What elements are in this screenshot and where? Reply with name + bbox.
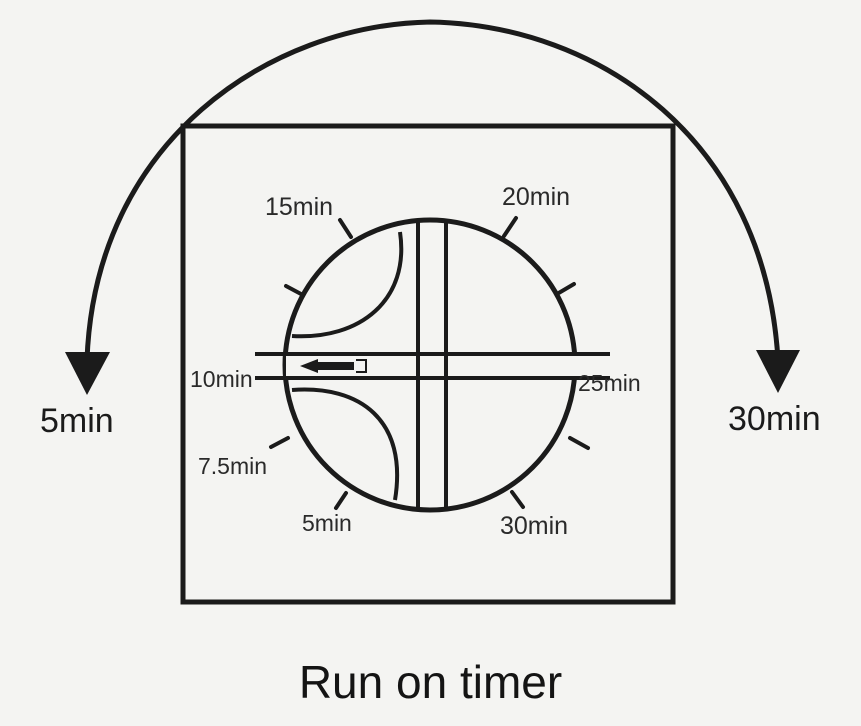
dial-label-7-5min: 7.5min: [198, 453, 267, 479]
rotation-arrow-left-icon: [65, 352, 110, 395]
dial-label-25min: 25min: [578, 370, 641, 396]
dial-label-30min: 30min: [500, 512, 568, 540]
dial-label-5min: 5min: [302, 510, 352, 536]
rotation-arrow-right-icon: [756, 350, 800, 393]
dial-quarter-arc-top: [291, 231, 404, 339]
outer-label-5min: 5min: [40, 402, 114, 440]
dial-label-15min: 15min: [265, 193, 333, 221]
dial-label-20min: 20min: [502, 183, 570, 211]
timer-frame: [180, 123, 676, 605]
pointer-arrow-icon: [300, 359, 367, 373]
dial-cross: [255, 222, 610, 508]
diagram-caption: Run on timer: [298, 656, 563, 708]
dial-quarter-arc-bottom: [291, 387, 400, 501]
rotation-arc: [84, 19, 781, 361]
dial-label-10min: 10min: [190, 366, 253, 392]
dial-ticks: [269, 216, 590, 510]
outer-label-30min: 30min: [728, 400, 821, 438]
